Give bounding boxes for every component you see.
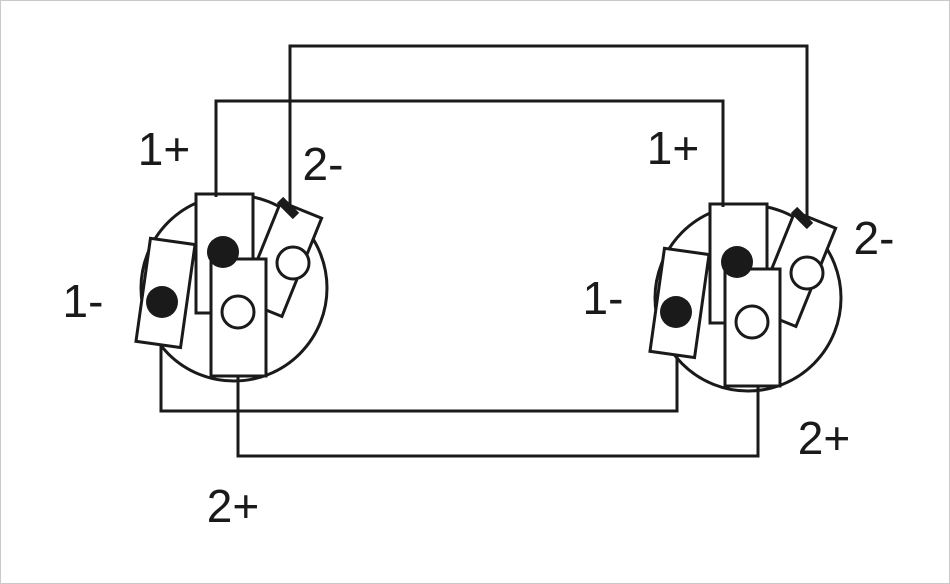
right-contact-hole-2minus bbox=[789, 255, 825, 291]
right-solder-tab-2minus-icon bbox=[790, 206, 814, 230]
right-label-1minus: 1- bbox=[583, 272, 624, 324]
left-contact-hole-2plus bbox=[220, 294, 256, 330]
right-label-2plus: 2+ bbox=[798, 412, 850, 464]
left-terminal-tab-2plus bbox=[209, 257, 268, 378]
left-label-1minus: 1- bbox=[63, 275, 104, 327]
left-label-1plus: 1+ bbox=[138, 123, 190, 175]
right-contact-hole-2plus bbox=[734, 304, 770, 340]
right-label-2minus: 2- bbox=[854, 212, 895, 264]
wire-2plus bbox=[236, 375, 760, 458]
right-speakon-connector bbox=[648, 202, 843, 393]
left-label-2minus: 2- bbox=[303, 138, 344, 190]
right-contact-dot-1plus bbox=[721, 246, 753, 278]
wire-1plus bbox=[214, 99, 725, 207]
wire-2minus bbox=[288, 44, 809, 217]
left-contact-hole-2minus bbox=[275, 245, 311, 281]
left-solder-tab-2minus-icon bbox=[276, 196, 300, 220]
wire-1minus bbox=[159, 344, 679, 413]
left-contact-dot-1minus bbox=[146, 286, 178, 318]
left-contact-dot-1plus bbox=[207, 236, 239, 268]
diagram-root bbox=[134, 44, 843, 458]
right-contact-dot-1minus bbox=[660, 296, 692, 328]
left-speakon-connector bbox=[134, 192, 329, 383]
left-label-2plus: 2+ bbox=[207, 480, 259, 532]
right-label-1plus: 1+ bbox=[647, 122, 699, 174]
